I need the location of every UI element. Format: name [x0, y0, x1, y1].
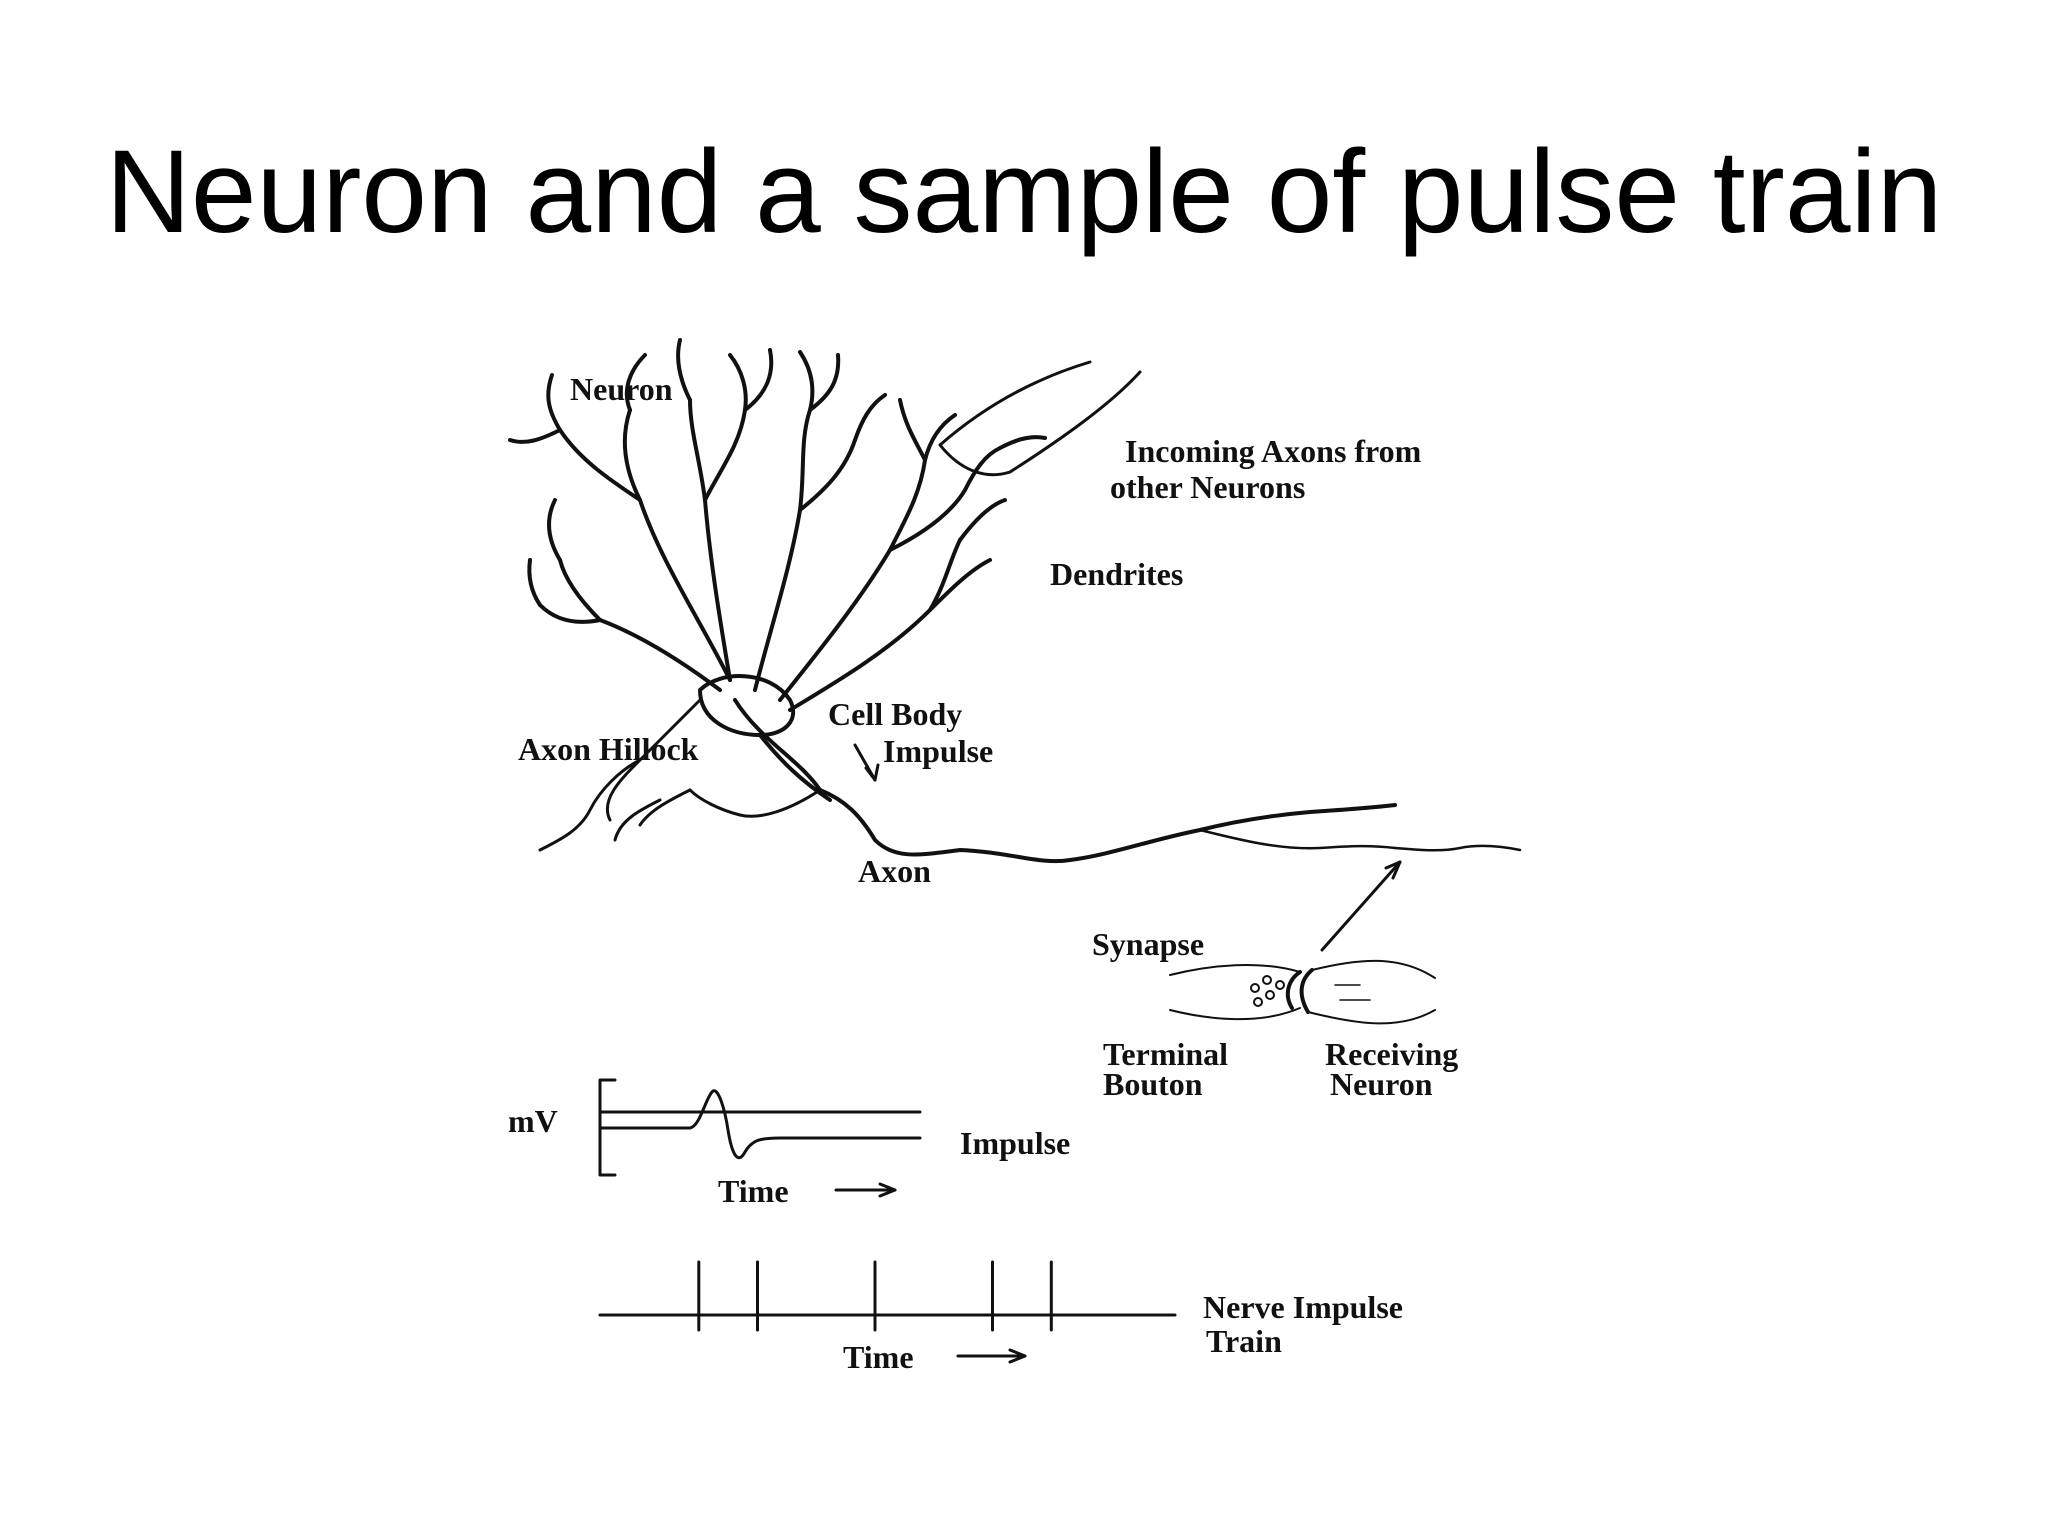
pulse-train [598, 1260, 1177, 1332]
time-arrow-impulse [834, 1182, 897, 1198]
label-impulse-trace: Impulse [960, 1125, 1070, 1161]
label-impulse-arrow: Impulse [883, 733, 993, 769]
synapse-detail [1169, 959, 1436, 1025]
label-receiving-line2: Neuron [1330, 1066, 1433, 1102]
label-incoming-line1: Incoming Axons from [1125, 433, 1422, 469]
label-mv: mV [508, 1103, 558, 1139]
label-dendrites: Dendrites [1050, 556, 1183, 592]
label-nerve-line2: Train [1206, 1323, 1282, 1359]
dendrites [508, 338, 1047, 712]
label-cell-body: Cell Body [828, 696, 962, 732]
label-axon: Axon [858, 853, 931, 889]
synapse-arrow [1320, 860, 1402, 952]
impulse-arrow [853, 743, 880, 782]
label-synapse: Synapse [1092, 926, 1204, 962]
label-terminal-line1: Terminal [1103, 1036, 1228, 1072]
label-neuron: Neuron [570, 371, 673, 407]
axon [818, 788, 1522, 864]
incoming-axons [938, 360, 1142, 477]
slide-title: Neuron and a sample of pulse train [105, 126, 1943, 258]
label-axon-hillock: Axon Hillock [518, 731, 699, 767]
label-time-train: Time [843, 1339, 914, 1375]
label-receiving-line1: Receiving [1325, 1036, 1458, 1072]
impulse-trace [598, 1078, 922, 1177]
label-nerve-line1: Nerve Impulse [1203, 1289, 1403, 1325]
label-incoming-line2: other Neurons [1110, 469, 1305, 505]
label-time-impulse: Time [718, 1173, 789, 1209]
cell-body [538, 674, 832, 852]
label-terminal-line2: Bouton [1103, 1066, 1203, 1102]
time-arrow-train [956, 1348, 1027, 1364]
